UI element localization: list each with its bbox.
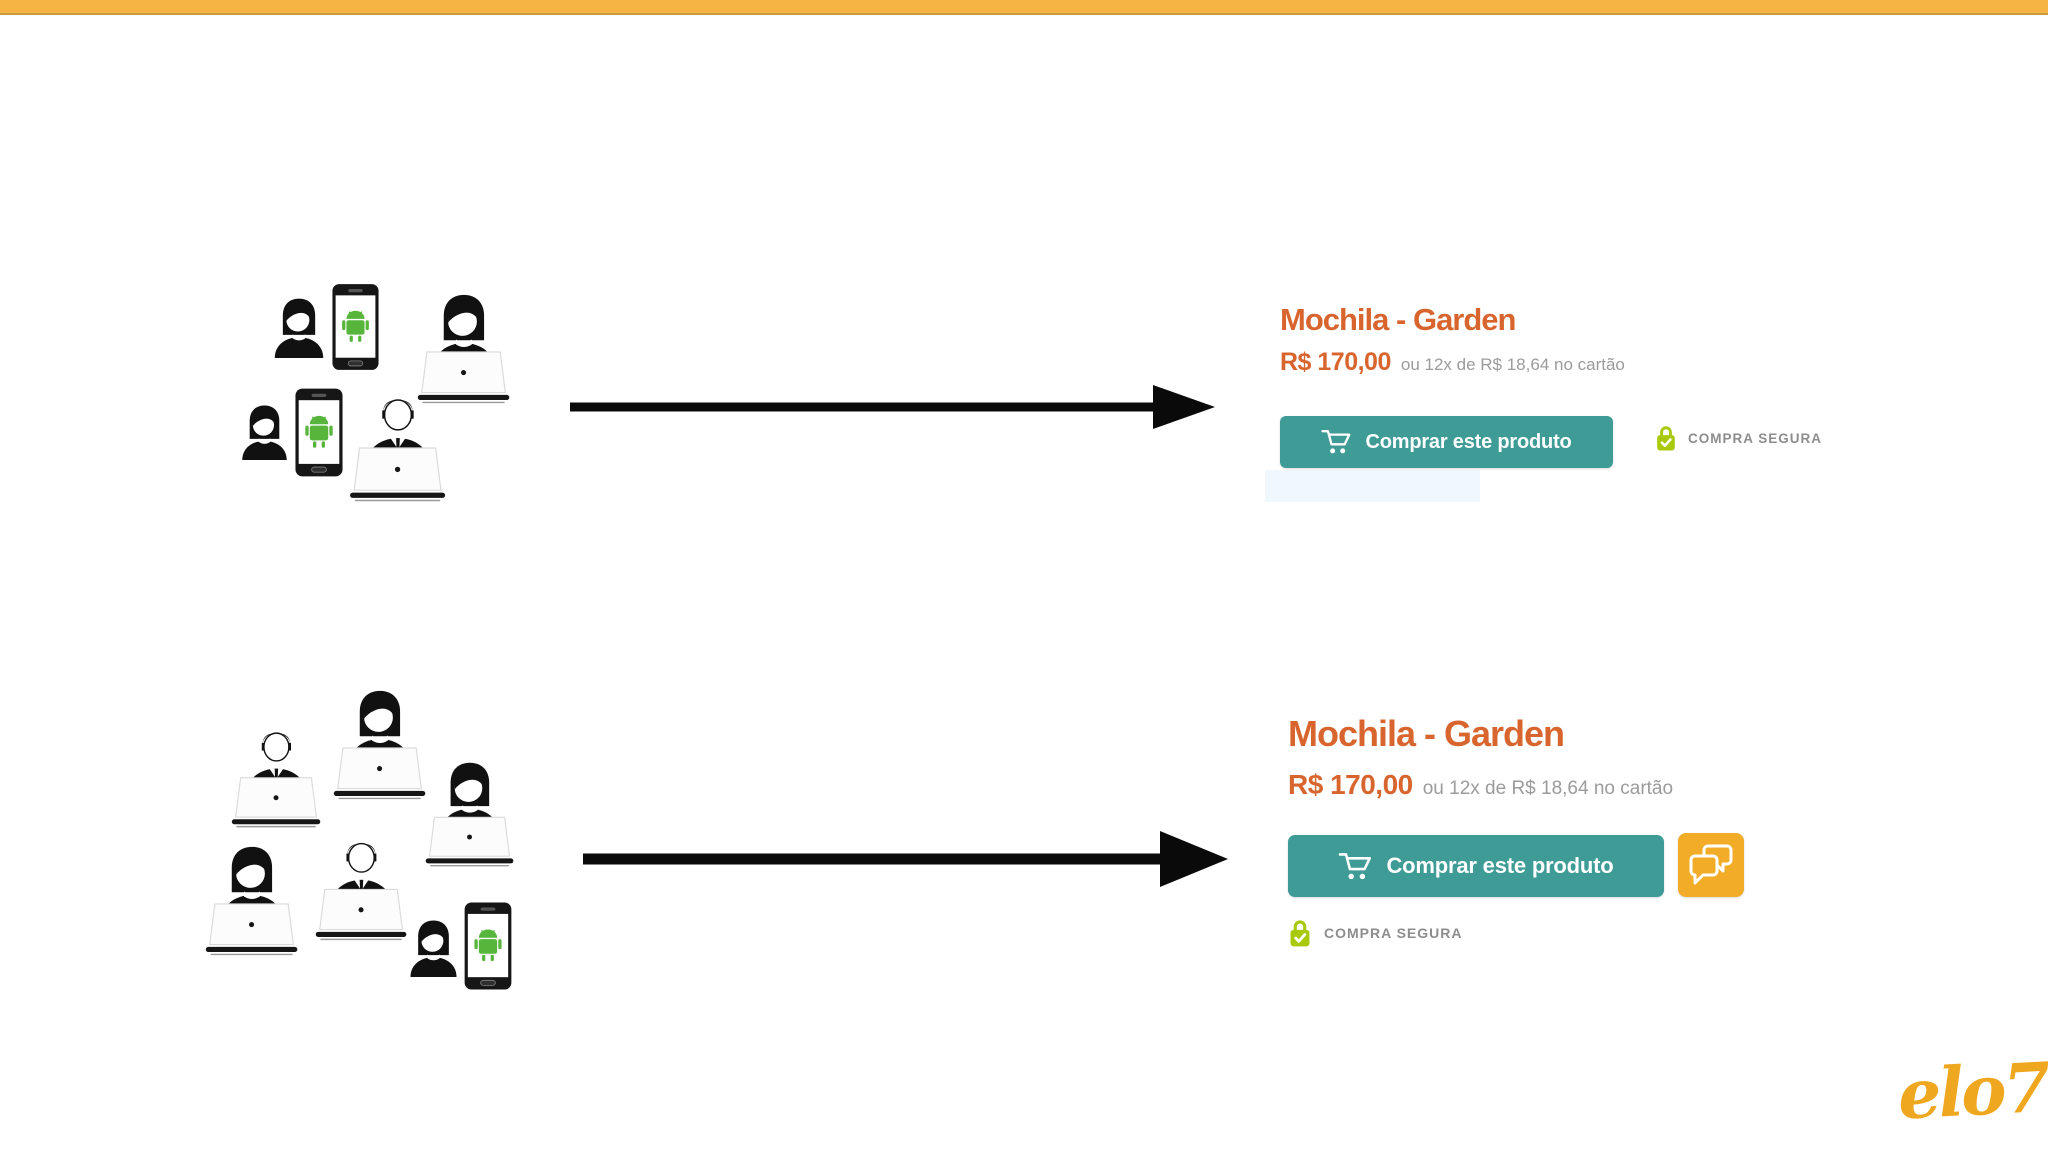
lock-check-icon (1288, 920, 1312, 948)
product-installments: ou 12x de R$ 18,64 no cartão (1400, 355, 1625, 374)
cart-icon (1339, 852, 1372, 880)
lock-check-icon (1655, 426, 1677, 452)
android-phone-icon (464, 902, 512, 990)
secure-purchase-badge: COMPRA SEGURA (1655, 424, 1822, 452)
secure-label: COMPRA SEGURA (1688, 430, 1823, 446)
product-price: R$ 170,00 (1280, 348, 1391, 376)
woman-user-icon (242, 405, 287, 460)
audience-group-desktop-heavy (203, 686, 523, 994)
secure-purchase-badge: COMPRA SEGURA (1288, 918, 1463, 948)
product-listing-v1: Mochila - Garden R$ 170,00 ou 12x de R$ … (1280, 300, 1920, 490)
woman-user-icon (274, 298, 324, 358)
buy-button-label: Comprar este produto (1365, 430, 1572, 453)
woman-user-icon (410, 920, 457, 977)
android-phone-icon (332, 283, 379, 371)
chat-bubbles-icon (1689, 844, 1733, 885)
secure-label: COMPRA SEGURA (1324, 925, 1463, 941)
audience-group-mobile-heavy (233, 276, 523, 516)
product-price: R$ 170,00 (1288, 769, 1413, 800)
woman-laptop-user-icon (331, 690, 427, 801)
faint-highlight-band (1265, 470, 1480, 502)
product-listing-v2: Mochila - Garden R$ 170,00 ou 12x de R$ … (1288, 715, 1928, 985)
product-title: Mochila - Garden (1288, 713, 1565, 754)
android-phone-icon (295, 388, 343, 477)
elo7-logo: elo7 (1896, 1047, 2048, 1136)
buy-button[interactable]: Comprar este produto (1280, 416, 1613, 468)
woman-laptop-user-icon (423, 762, 515, 868)
man-laptop-user-icon (347, 388, 447, 503)
product-title: Mochila - Garden (1280, 302, 1516, 337)
buy-button[interactable]: Comprar este produto (1288, 835, 1664, 897)
man-laptop-user-icon (313, 832, 408, 942)
man-laptop-user-icon (229, 722, 322, 829)
arrow-right (570, 385, 1215, 429)
product-installments: ou 12x de R$ 18,64 no cartão (1422, 778, 1674, 799)
cart-icon (1321, 429, 1351, 455)
woman-laptop-user-icon (203, 846, 299, 957)
arrow-right (583, 831, 1228, 887)
top-accent-bar (0, 0, 2048, 15)
chat-button[interactable] (1678, 833, 1744, 897)
buy-button-label: Comprar este produto (1386, 853, 1614, 878)
